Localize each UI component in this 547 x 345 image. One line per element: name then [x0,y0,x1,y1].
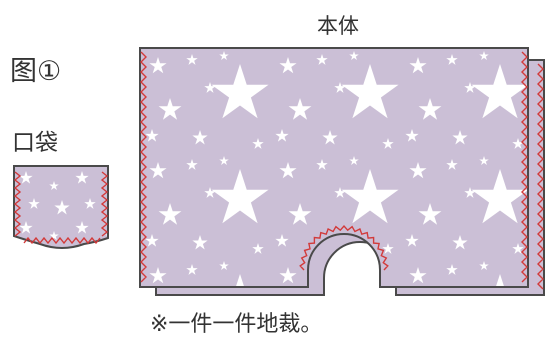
body-piece [139,47,529,288]
back-layer-right-stitch [537,63,544,290]
pocket-left-edge-stitch [13,171,22,237]
body-label: 本体 [317,14,359,38]
pocket-piece [13,165,109,249]
body-notch-stitch [299,224,389,271]
body-right-edge-stitch [521,51,528,283]
body-left-edge-stitch [140,51,147,283]
pocket-right-edge-stitch [100,171,109,237]
body-piece-shape [139,47,529,288]
pocket-piece-shape [13,165,109,249]
cutting-note: ※一件一件地裁。 [150,312,323,337]
pocket-label: 口袋 [12,130,58,156]
pocket-bottom-edge-stitch [23,236,101,245]
figure-number-label: 图① [10,56,62,87]
